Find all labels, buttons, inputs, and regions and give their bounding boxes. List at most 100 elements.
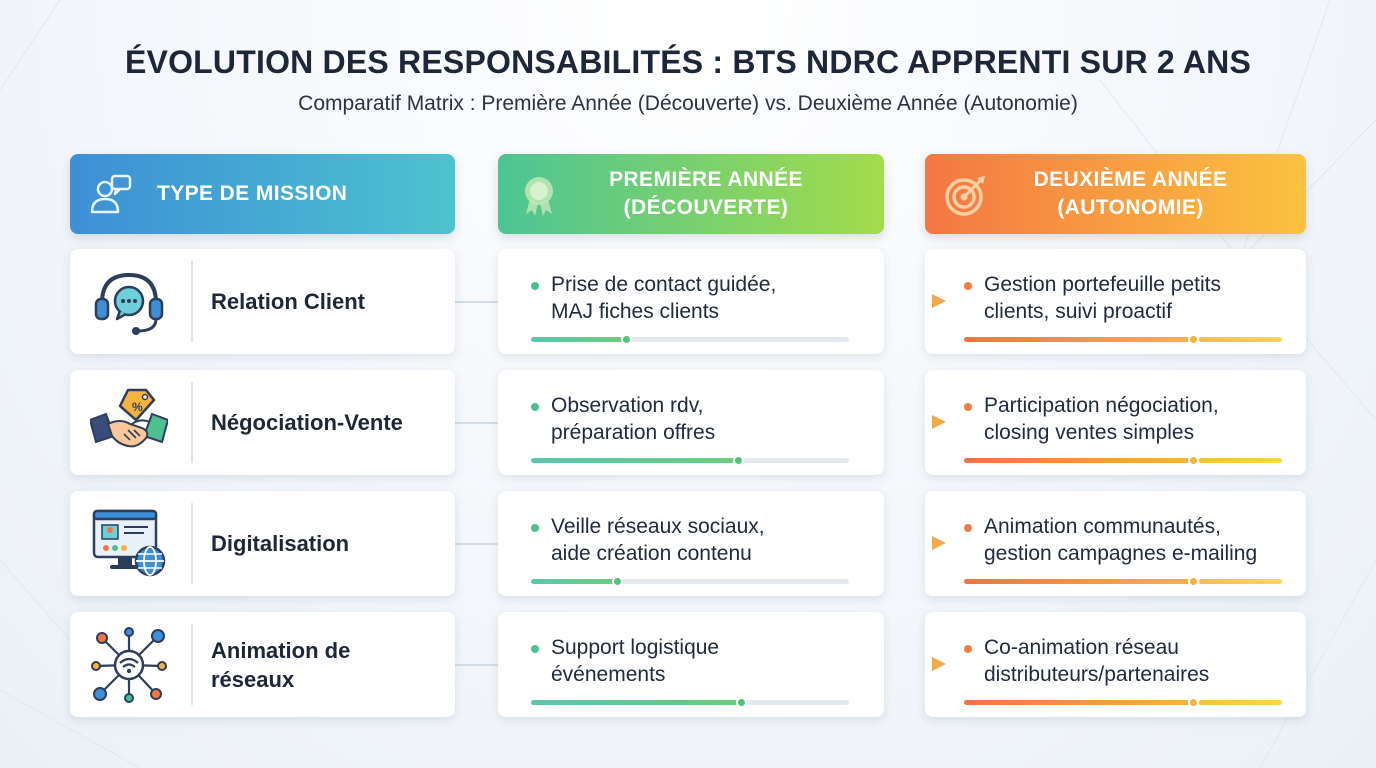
- year1-task: Observation rdv, préparation offres: [551, 392, 826, 446]
- progress-knob: [611, 576, 623, 587]
- progress-knob: [1187, 697, 1199, 708]
- svg-text:%: %: [132, 400, 143, 414]
- bullet-dot: [964, 524, 972, 532]
- person-chat-icon: [90, 174, 132, 214]
- year2-card-relation-client: Gestion portefeuille petits clients, sui…: [925, 249, 1306, 354]
- year1-task: Veille réseaux sociaux, aide création co…: [551, 513, 826, 567]
- header-year2-line2: (AUTONOMIE): [1057, 196, 1204, 219]
- progress-track: [531, 334, 849, 345]
- bullet-dot: [531, 403, 539, 411]
- card-divider: [191, 261, 193, 342]
- row-connector: [455, 422, 498, 424]
- progress-knob: [1187, 334, 1199, 345]
- progress-fill-rest: [1198, 579, 1282, 584]
- year2-task: Co-animation réseau distributeurs/parten…: [984, 634, 1304, 688]
- award-medal-icon: [525, 177, 553, 216]
- bullet-dot: [531, 645, 539, 653]
- monitor-globe-icon: [92, 509, 166, 577]
- year2-task-line1: Gestion portefeuille petits: [984, 273, 1221, 296]
- year1-task-line2: aide création contenu: [551, 542, 752, 565]
- mission-label: Négociation-Vente: [211, 410, 403, 435]
- progress-track: [964, 697, 1282, 708]
- bullet-dot: [531, 524, 539, 532]
- progress-fill: [531, 700, 741, 705]
- mission-label: Relation Client: [211, 289, 366, 314]
- year1-task-line1: Support logistique: [551, 636, 720, 659]
- mission-card-relation-client: Relation Client: [70, 249, 455, 354]
- year2-task-line1: Participation négociation,: [984, 394, 1219, 417]
- progress-knob: [1187, 576, 1199, 587]
- header-year2-line1: DEUXIÈME ANNÉE: [1033, 168, 1228, 191]
- progression-arrow: [818, 536, 946, 550]
- progress-fill-rest: [1198, 458, 1282, 463]
- progress-track: [964, 576, 1282, 587]
- year1-task: Support logistique événements: [551, 634, 826, 688]
- year2-task-line2: clients, suivi proactif: [984, 300, 1172, 323]
- mission-card-digitalisation: Digitalisation: [70, 491, 455, 596]
- progress-fill: [964, 579, 1193, 584]
- target-icon: [945, 176, 985, 216]
- progress-fill: [531, 579, 617, 584]
- year2-card-negociation-vente: Participation négociation, closing vente…: [925, 370, 1306, 475]
- year1-task-line1: Observation rdv,: [551, 394, 704, 417]
- progress-track: [531, 576, 849, 587]
- progress-knob: [735, 697, 747, 708]
- progress-fill-rest: [1198, 337, 1282, 342]
- row-connector: [455, 301, 498, 303]
- progress-knob: [732, 455, 744, 466]
- progression-arrow: [818, 294, 946, 308]
- year1-task-line2: événements: [551, 663, 666, 686]
- row-connector: [455, 543, 498, 545]
- mission-card-negociation-vente: % Négociation-Vente: [70, 370, 455, 475]
- progress-fill: [531, 337, 627, 342]
- year2-task-line1: Co-animation réseau: [984, 636, 1179, 659]
- year1-task-line2: MAJ fiches clients: [551, 300, 720, 323]
- header-type-de-mission: TYPE DE MISSION: [70, 154, 455, 234]
- page-subtitle: Comparatif Matrix : Première Année (Déco…: [298, 92, 1078, 115]
- mission-label: Animation de réseaux: [211, 637, 351, 692]
- mission-card-animation-de-reseaux: Animation de réseaux: [70, 612, 455, 717]
- progress-fill: [964, 458, 1193, 463]
- bullet-dot: [964, 645, 972, 653]
- card-divider: [191, 503, 193, 584]
- year2-task-line2: gestion campagnes e-mailing: [984, 542, 1258, 565]
- progress-track: [531, 455, 849, 466]
- network-hub-icon: [91, 627, 167, 703]
- progress-track: [531, 697, 849, 708]
- year2-task-line2: closing ventes simples: [984, 421, 1195, 444]
- year1-task-line1: Veille réseaux sociaux,: [551, 515, 765, 538]
- progress-knob: [621, 334, 633, 345]
- progress-fill: [964, 700, 1193, 705]
- card-divider: [191, 382, 193, 463]
- year2-task: Participation négociation, closing vente…: [984, 392, 1304, 446]
- header-year1-line1: PREMIÈRE ANNÉE: [609, 168, 803, 191]
- header-mission-label: TYPE DE MISSION: [157, 182, 348, 205]
- page-title: ÉVOLUTION DES RESPONSABILITÉS : BTS NDRC…: [125, 44, 1251, 80]
- handshake-tag-icon: %: [90, 388, 168, 448]
- year1-task-line2: préparation offres: [551, 421, 716, 444]
- year2-task: Animation communautés, gestion campagnes…: [984, 513, 1304, 567]
- year1-task: Prise de contact guidée, MAJ fiches clie…: [551, 271, 826, 325]
- progress-fill: [964, 337, 1193, 342]
- year2-task-line2: distributeurs/partenaires: [984, 663, 1210, 686]
- header-year1-line2: (DÉCOUVERTE): [623, 196, 789, 219]
- year1-task-line1: Prise de contact guidée,: [551, 273, 777, 296]
- year2-task: Gestion portefeuille petits clients, sui…: [984, 271, 1304, 325]
- progression-arrow: [818, 657, 946, 671]
- progression-arrow: [818, 415, 946, 429]
- header-deuxieme-annee: DEUXIÈME ANNÉE (AUTONOMIE): [925, 154, 1306, 234]
- year2-card-animation-de-reseaux: Co-animation réseau distributeurs/parten…: [925, 612, 1306, 717]
- progress-fill-rest: [1198, 700, 1282, 705]
- row-connector: [455, 664, 498, 666]
- mission-label: Digitalisation: [211, 531, 350, 556]
- bullet-dot: [964, 282, 972, 290]
- header-premiere-annee: PREMIÈRE ANNÉE (DÉCOUVERTE): [498, 154, 884, 234]
- bullet-dot: [531, 282, 539, 290]
- year2-task-line1: Animation communautés,: [984, 515, 1221, 538]
- year2-card-digitalisation: Animation communautés, gestion campagnes…: [925, 491, 1306, 596]
- progress-knob: [1187, 455, 1199, 466]
- progress-track: [964, 334, 1282, 345]
- bullet-dot: [964, 403, 972, 411]
- progress-fill: [531, 458, 738, 463]
- headset-chat-icon: [94, 272, 164, 335]
